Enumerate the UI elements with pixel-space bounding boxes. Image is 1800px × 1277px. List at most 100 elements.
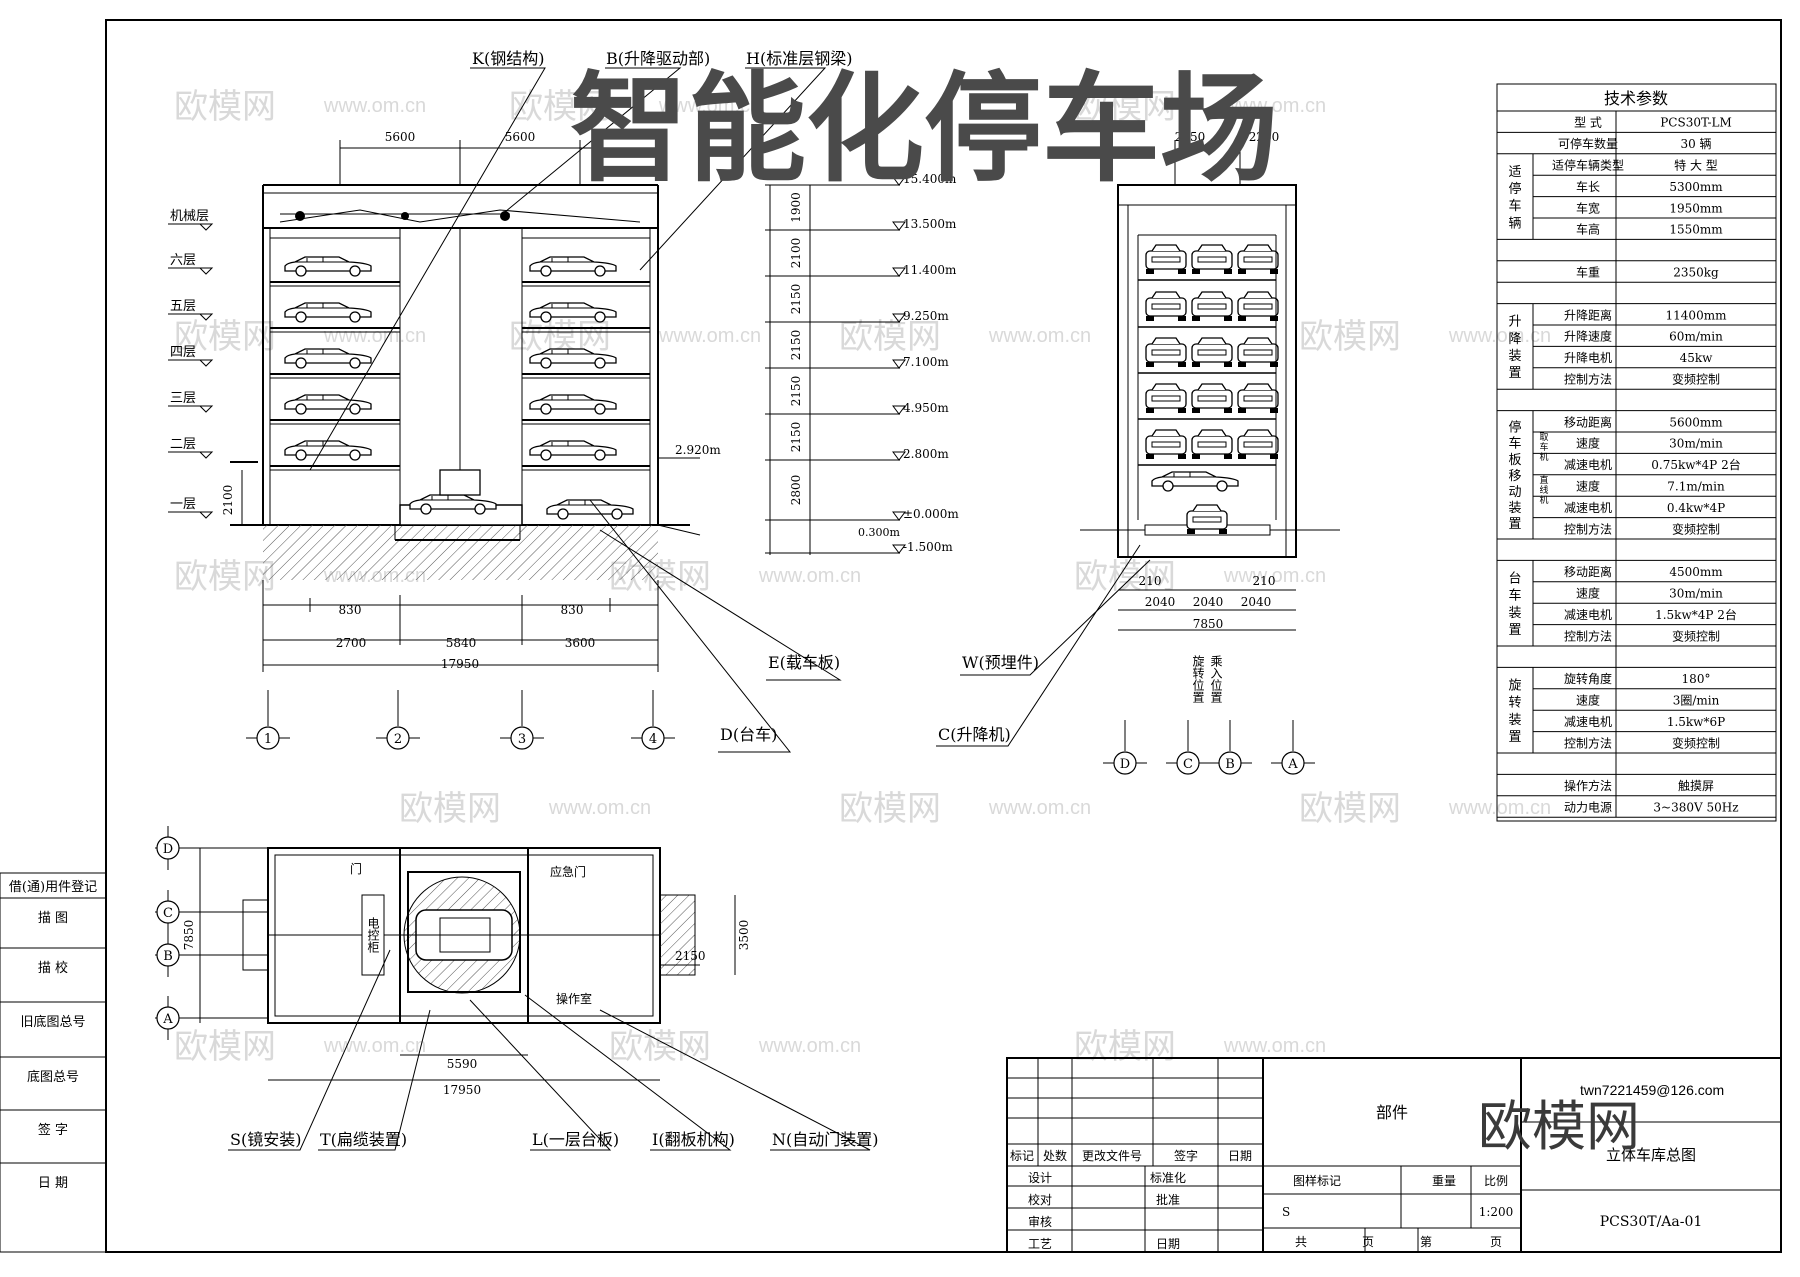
dim-w1: 2700 [336, 636, 367, 650]
callout-d: D(台车) [720, 725, 777, 744]
tech-value: 30m/min [1669, 587, 1723, 601]
watermark-url: www.om.cn [658, 325, 761, 347]
plan-door: 门 [350, 861, 362, 876]
tb-header: 处数 [1043, 1148, 1067, 1163]
tech-group-char: 车 [1508, 198, 1521, 214]
tech-sub-char: 直 [1539, 474, 1548, 486]
tech-key: 速度 [1576, 693, 1600, 708]
tech-key: 减速电机 [1564, 715, 1612, 729]
tb-page2: 页 [1490, 1235, 1502, 1249]
side-note-rotate: 旋转位置 [1191, 655, 1205, 703]
elevation-label: ±0.000m [903, 507, 959, 521]
dim-w3: 3600 [565, 636, 596, 650]
side-dim-b: 210 [1253, 574, 1276, 588]
tech-key: 控制方法 [1564, 628, 1612, 643]
tech-value: 变频控制 [1672, 372, 1720, 387]
watermark-text: 欧模网 [839, 318, 941, 356]
tech-group-char: 车 [1508, 588, 1521, 604]
tech-key: 移动距离 [1564, 564, 1612, 579]
tech-value: 30m/min [1669, 437, 1723, 451]
tech-key: 减速电机 [1564, 501, 1612, 515]
tb-drawing-name: 立体车库总图 [1606, 1146, 1696, 1164]
elevation-label: 15.400m [903, 172, 957, 186]
tech-key: 移动距离 [1564, 414, 1612, 429]
watermark-text: 欧模网 [509, 88, 611, 126]
grid-bubble-label: 1 [264, 732, 272, 747]
floor-label: 二层 [170, 437, 196, 452]
side-dim-c1: 2040 [1145, 595, 1176, 609]
floor-label: 一层 [170, 497, 196, 512]
left-strip-label: 描 图 [38, 911, 68, 926]
tech-value: 变频控制 [1672, 521, 1720, 536]
tb-s-mark: S [1282, 1205, 1290, 1219]
tech-value: 1550mm [1669, 223, 1723, 237]
tech-key: 操作方法 [1564, 778, 1612, 793]
tech-key: 车宽 [1576, 200, 1600, 215]
tech-key: 减速电机 [1564, 608, 1612, 622]
tech-group-char: 动 [1508, 485, 1521, 500]
tech-key: 升降距离 [1564, 307, 1612, 322]
tb-field: 设计 [1028, 1171, 1052, 1185]
tech-group-char: 适 [1508, 165, 1521, 180]
tech-group-char: 台 [1508, 572, 1521, 587]
tech-value: 触摸屏 [1678, 779, 1714, 793]
dim-w2: 5840 [446, 636, 477, 650]
watermark-url: www.om.cn [758, 565, 861, 587]
elevation-label: 2.800m [903, 447, 949, 461]
floor-label: 三层 [170, 391, 196, 406]
callout-c: C(升降机) [938, 725, 1011, 744]
watermark-url: www.om.cn [1223, 1035, 1326, 1057]
tech-value: 变频控制 [1672, 735, 1720, 750]
callout-b: B(升降驱动部) [606, 49, 710, 68]
tech-value: 45kw [1680, 351, 1714, 365]
left-strip-label: 底图总号 [27, 1069, 79, 1085]
tb-field: 日期 [1156, 1237, 1180, 1251]
floor-label: 六层 [170, 253, 196, 268]
elevation-label: 7.100m [903, 355, 949, 369]
left-strip-label: 借(通)用件登记 [9, 880, 97, 895]
tech-sub-char: 取 [1539, 432, 1548, 443]
tech-group-char: 置 [1508, 366, 1521, 381]
elev-pit: 0.300m [858, 526, 900, 539]
page-title: 智能化停车场 [570, 64, 1278, 196]
callout-i: I(翻板机构) [652, 1130, 735, 1149]
watermark-url: www.om.cn [1223, 95, 1326, 117]
tech-group-char: 装 [1508, 501, 1521, 516]
tech-group-char: 车 [1508, 436, 1521, 452]
tech-value: 1950mm [1669, 201, 1723, 215]
tb-nth: 第 [1420, 1235, 1432, 1249]
left-strip-label: 签 字 [38, 1122, 68, 1138]
story-height: 2800 [789, 475, 803, 506]
plan-total-width: 17950 [443, 1083, 481, 1097]
story-height: 2150 [789, 330, 803, 361]
grid-bubble-label: B [163, 949, 173, 964]
tech-group-char: 装 [1508, 606, 1521, 621]
tech-value: 1.5kw*6P [1667, 715, 1725, 729]
tech-group-char: 辆 [1508, 216, 1521, 231]
watermark-url: www.om.cn [323, 1035, 426, 1057]
tech-value: 4500mm [1669, 565, 1723, 579]
tb-drawing-code: PCS30T/Aa-01 [1600, 1214, 1703, 1230]
tb-header: 更改文件号 [1082, 1148, 1142, 1163]
grid-bubble-label: A [1287, 757, 1298, 772]
tb-weight: 重量 [1432, 1174, 1456, 1188]
callout-e: E(载车板) [768, 653, 840, 672]
tech-key: 减速电机 [1564, 458, 1612, 472]
email: twn7221459@126.com [1580, 1082, 1724, 1098]
tech-value: 变频控制 [1672, 628, 1720, 643]
side-dim-a: 210 [1139, 574, 1162, 588]
grid-bubble-label: D [163, 842, 173, 857]
brand-logo: 欧模网 [1478, 1097, 1640, 1157]
side-dim-c3: 2040 [1241, 595, 1272, 609]
tech-group-char: 装 [1508, 349, 1521, 364]
watermark-text: 欧模网 [174, 318, 276, 356]
tech-key: 动力电源 [1564, 801, 1612, 815]
plan-inner-width: 2150 [675, 949, 706, 963]
tech-key: 型 式 [1574, 116, 1602, 130]
plan-control-room: 操作室 [556, 991, 592, 1006]
plan-ramp-width: 3500 [737, 920, 751, 951]
watermark-text: 欧模网 [839, 790, 941, 828]
floor-label: 四层 [170, 345, 196, 360]
